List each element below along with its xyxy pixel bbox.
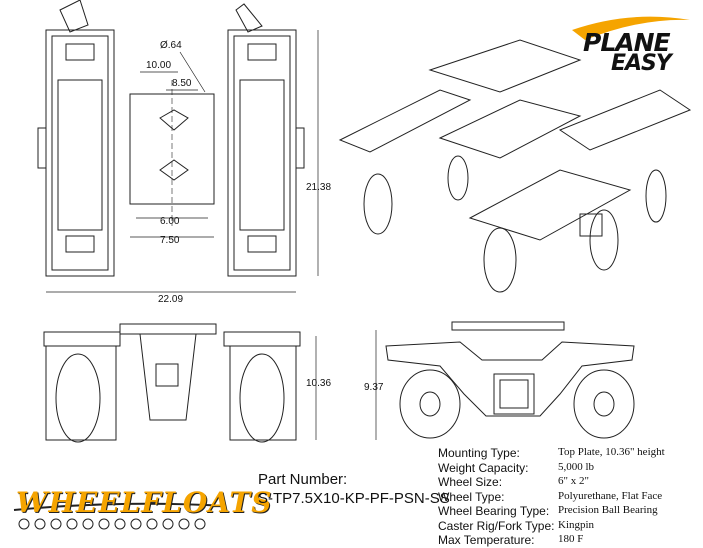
- dim-10: 10.00: [146, 60, 171, 71]
- dim-10-36: 10.36: [306, 378, 331, 389]
- dim-22-09: 22.09: [158, 294, 183, 305]
- wheelfloats-logo: WHEELFLOATS: [12, 480, 271, 540]
- dim-hole-diameter: Ø.64: [160, 40, 182, 51]
- spec-key: Wheel Type:: [438, 489, 505, 504]
- spec-value: 180 F: [558, 533, 584, 545]
- part-number-value: S-TP7.5X10-KP-PF-PSN-SS: [258, 490, 450, 507]
- plane-easy-logo: PLANE EASY: [575, 20, 695, 78]
- isometric-view: [338, 39, 692, 293]
- side-view: [375, 321, 635, 440]
- spec-key: Wheel Size:: [438, 475, 503, 489]
- spec-key: Mounting Type:: [438, 446, 520, 460]
- spec-value: 5,000 lb: [558, 460, 595, 473]
- spec-value: 6" x 2": [558, 475, 589, 487]
- spec-value: Precision Ball Bearing: [558, 504, 658, 516]
- wheelfloats-underline: [13, 502, 227, 511]
- dim-21-38: 21.38: [306, 182, 331, 193]
- plane-easy-swoosh: [572, 16, 690, 40]
- spec-value: Kingpin: [558, 518, 595, 531]
- front-view: [43, 323, 317, 443]
- spec-key: Wheel Bearing Type:: [438, 504, 550, 518]
- part-number-label: Part Number:: [258, 471, 348, 488]
- plane-easy-word-1: PLANE: [583, 28, 671, 57]
- wheelfloats-wordmark: WHEELFLOATS: [16, 486, 273, 519]
- part-number-block: Part Number: S-TP7.5X10-KP-PF-PSN-SS: [258, 470, 450, 508]
- spec-value: Top Plate, 10.36" height: [558, 446, 665, 458]
- plane-easy-word-2: EASY: [611, 51, 672, 76]
- dim-9-37: 9.37: [364, 382, 384, 393]
- spec-key: Max Temperature:: [438, 533, 535, 547]
- dim-7-50: 7.50: [160, 235, 180, 246]
- top-view: [37, 0, 319, 293]
- spec-key: Weight Capacity:: [438, 460, 529, 475]
- dim-8-50: 8.50: [172, 78, 192, 89]
- spec-value: Polyurethane, Flat Face: [558, 489, 663, 502]
- dim-6: 6.00: [160, 216, 180, 227]
- wheelfloats-wheel-row: [18, 518, 206, 530]
- spec-key: Caster Rig/Fork Type:: [438, 518, 555, 533]
